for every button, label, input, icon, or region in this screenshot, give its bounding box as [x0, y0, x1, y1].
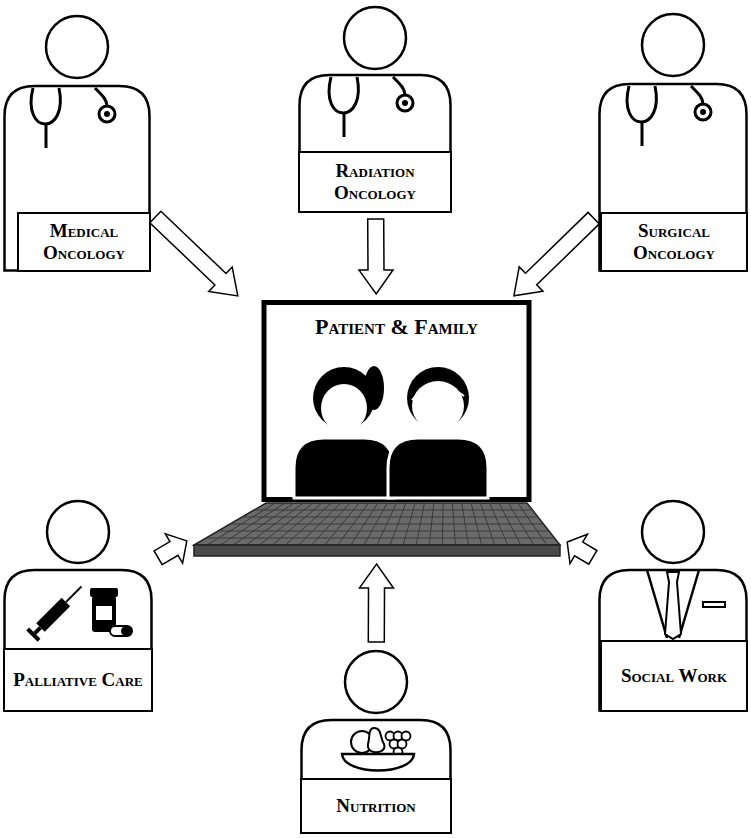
key-column	[442, 503, 444, 545]
laptop-screen	[264, 303, 529, 500]
person-head	[345, 651, 407, 713]
block-arrow	[514, 212, 599, 295]
team-member: Palliative Care	[3, 498, 153, 712]
key-column	[286, 503, 332, 545]
key-column	[416, 503, 424, 545]
key-column	[312, 503, 350, 545]
screen-title: Patient & Family	[266, 314, 527, 340]
role-label: Nutrition	[336, 795, 415, 817]
person-head	[642, 14, 704, 76]
pear	[368, 728, 385, 752]
role-label: Social Work	[621, 665, 727, 687]
laptop-screen-node: Patient & Family	[192, 300, 562, 558]
key-column	[351, 503, 378, 545]
key-column	[490, 503, 508, 545]
stethoscope	[31, 88, 60, 124]
role-label-box: Surgical Oncology	[600, 212, 748, 272]
block-arrow	[360, 564, 394, 642]
stethoscope-tube	[45, 124, 48, 148]
person-head	[46, 16, 108, 78]
face	[412, 381, 464, 431]
person-head	[47, 501, 109, 563]
fruit-bowl	[342, 754, 414, 771]
person-silhouette-body	[388, 438, 488, 498]
pill-bottle-label	[96, 606, 112, 620]
key-column	[499, 503, 521, 545]
team-member: Surgical Oncology	[598, 10, 748, 272]
necktie	[665, 572, 681, 639]
lapel	[679, 570, 699, 638]
stethoscope-tube	[691, 86, 703, 104]
block-arrow	[359, 219, 393, 294]
role-label: Palliative Care	[13, 669, 143, 691]
key-column	[233, 503, 294, 545]
key-column	[246, 503, 303, 545]
chest-piece	[402, 100, 408, 106]
block-arrow	[567, 534, 597, 564]
key-column	[364, 503, 387, 545]
chest-piece	[695, 104, 711, 120]
role-label: Medical Oncology	[25, 220, 143, 264]
block-arrow	[150, 211, 238, 296]
role-label-box: Radiation Oncology	[298, 151, 452, 213]
role-label: Radiation Oncology	[306, 160, 444, 204]
stethoscope-tube	[393, 77, 405, 95]
role-label: Surgical Oncology	[608, 220, 740, 264]
chest-piece	[397, 95, 413, 111]
hair-line	[412, 385, 464, 400]
key-column	[390, 503, 406, 545]
pocket	[703, 602, 725, 607]
team-member: Medical Oncology	[3, 12, 151, 272]
team-member: Nutrition	[300, 648, 452, 834]
capsule	[121, 626, 132, 636]
chest-piece	[104, 111, 110, 117]
role-label-box: Medical Oncology	[17, 212, 151, 272]
key-column	[272, 503, 322, 545]
pill-bottle-cap	[90, 588, 118, 597]
chest-piece	[99, 106, 115, 122]
chest-piece	[700, 109, 706, 115]
role-label-box: Palliative Care	[3, 648, 153, 712]
stethoscope-tube	[641, 122, 644, 146]
lapel	[647, 570, 667, 638]
key-column	[207, 503, 275, 545]
capsule	[110, 626, 132, 636]
stethoscope	[329, 77, 358, 113]
person-silhouette-body	[294, 438, 394, 498]
block-arrow	[154, 534, 187, 565]
stethoscope-tube	[343, 113, 346, 137]
laptop-base	[194, 545, 560, 556]
stethoscope-tube	[95, 88, 107, 106]
key-column	[508, 503, 534, 545]
stethoscope	[627, 86, 656, 122]
key-column	[403, 503, 415, 545]
key-column	[299, 503, 341, 545]
key-column	[462, 503, 469, 545]
role-label-box: Social Work	[600, 640, 748, 712]
key-column	[471, 503, 482, 545]
key-column	[429, 503, 434, 545]
person-head	[344, 7, 406, 69]
syringe-icon	[26, 581, 87, 642]
person-body	[5, 570, 152, 711]
team-member: Radiation Oncology	[298, 3, 452, 213]
team-member: Social Work	[598, 498, 748, 712]
person-head	[642, 501, 704, 563]
key-column	[452, 503, 455, 545]
laptop-keyboard	[194, 503, 560, 545]
key-column	[377, 503, 397, 545]
face	[321, 384, 367, 432]
key-column	[518, 503, 547, 545]
role-label-box: Nutrition	[300, 778, 452, 834]
